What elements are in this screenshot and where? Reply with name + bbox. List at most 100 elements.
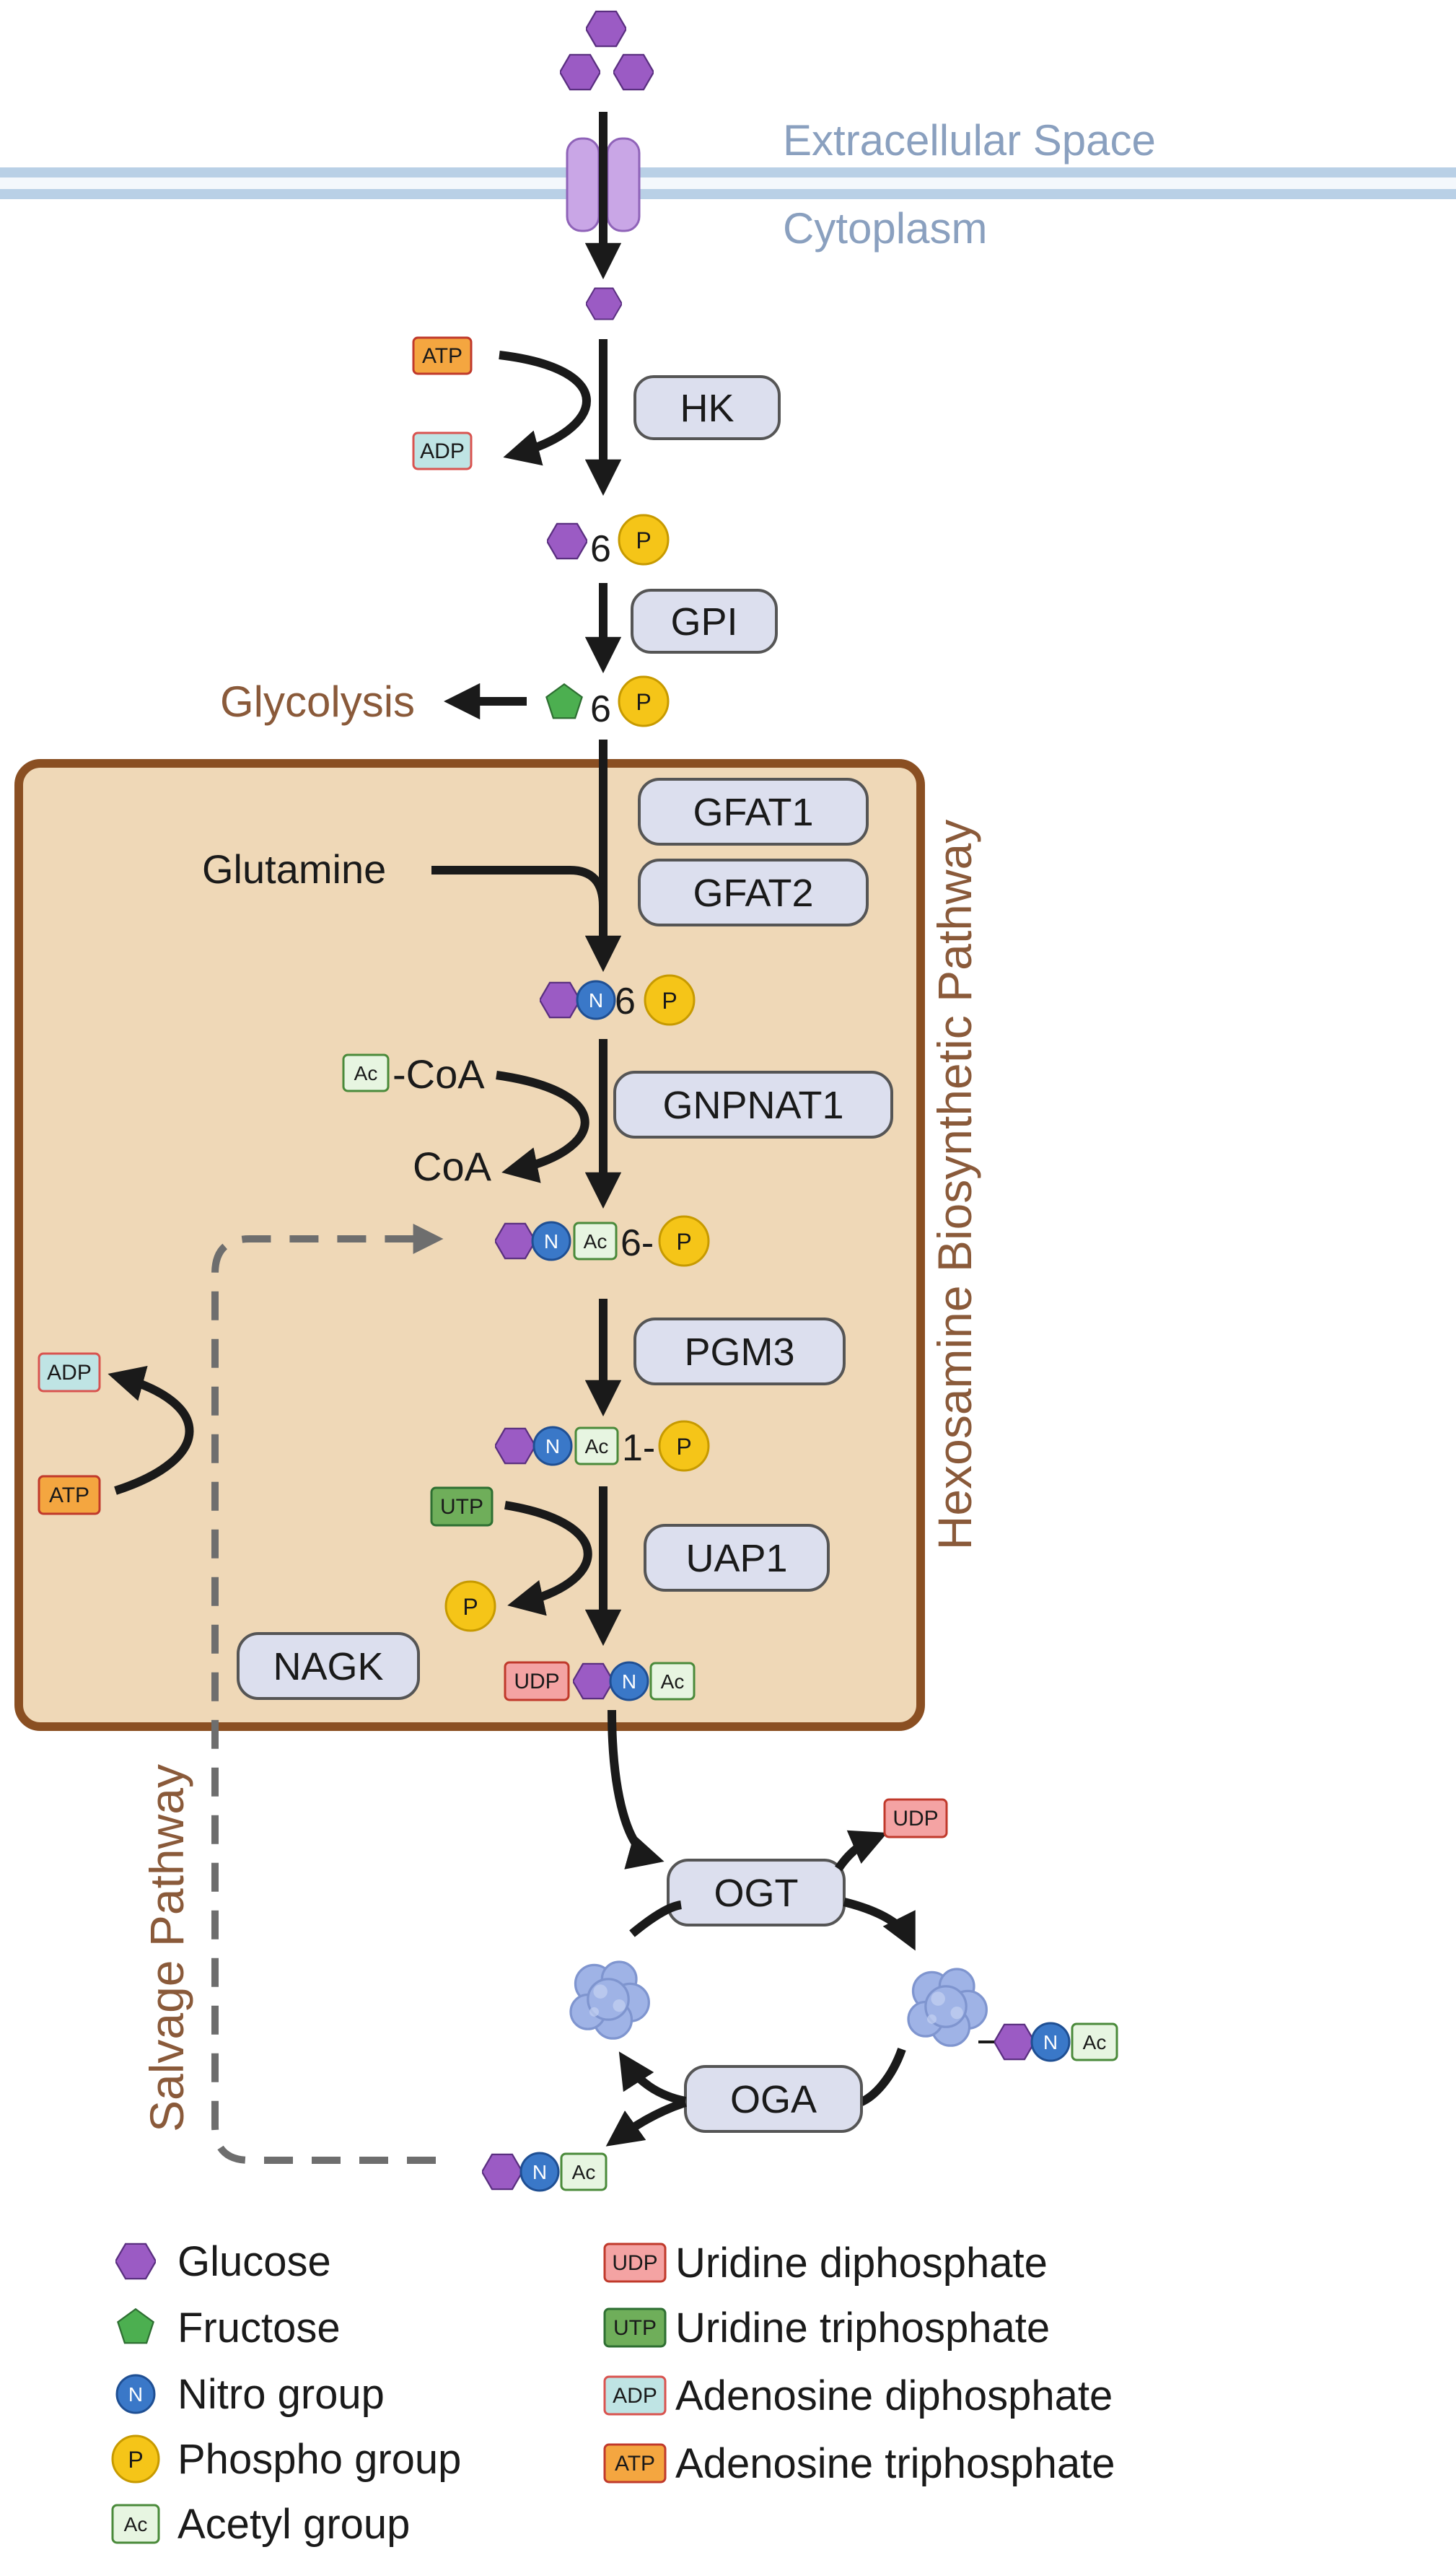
- fructose-icon: [545, 683, 583, 719]
- svg-text:ADP: ADP: [47, 1361, 92, 1385]
- svg-text:N: N: [544, 1230, 558, 1253]
- legend-item-acetyl: Ac Acetyl group: [111, 2501, 410, 2548]
- svg-text:ADP: ADP: [420, 439, 465, 463]
- svg-text:GPI: GPI: [670, 600, 737, 644]
- enzyme-uap1: UAP1: [644, 1524, 830, 1592]
- modified-protein-to-oga-line: [858, 2047, 906, 2107]
- ogt-to-modified-protein-arrow: [843, 1898, 916, 1951]
- glucose-icon: [586, 287, 622, 320]
- acetyl-group-icon: Ac: [574, 1426, 619, 1465]
- nitro-group-icon: N: [576, 980, 616, 1020]
- udp-chip: UDP: [883, 1798, 948, 1838]
- svg-text:P: P: [636, 527, 651, 553]
- svg-text:P: P: [636, 689, 651, 715]
- oga-to-glcnac-arrow: [605, 2098, 687, 2147]
- legend-item-phospho: P Phospho group: [111, 2434, 461, 2484]
- svg-text:UDP: UDP: [612, 2251, 657, 2275]
- nitro-group-icon: N: [609, 1661, 649, 1701]
- utp-chip: UTP: [603, 2307, 667, 2348]
- protein-icon: [569, 1960, 650, 2040]
- nitro-group-icon: N: [531, 1221, 571, 1261]
- svg-text:Ac: Ac: [584, 1230, 608, 1253]
- glucose-icon: [994, 2023, 1035, 2061]
- enzyme-hk: HK: [633, 375, 781, 440]
- acetyl-group-icon: Ac: [342, 1053, 390, 1092]
- udp-glcnac-to-ogt-arrow: [608, 1709, 665, 1869]
- svg-text:Fructose: Fructose: [177, 2305, 341, 2351]
- svg-text:N: N: [545, 1435, 560, 1457]
- svg-text:N: N: [532, 2161, 547, 2183]
- legend-item-adp: ADP Adenosine diphosphate: [603, 2372, 1113, 2419]
- svg-text:Uridine triphosphate: Uridine triphosphate: [675, 2305, 1050, 2351]
- acetyl-group-icon: Ac: [560, 2152, 608, 2191]
- position-6-label: 6-: [620, 1222, 654, 1264]
- udp-chip: UDP: [603, 2243, 667, 2283]
- atp-chip: ATP: [38, 1475, 101, 1515]
- glucose-icon: [482, 2153, 522, 2191]
- enzyme-pgm3: PGM3: [633, 1318, 846, 1385]
- svg-text:GNPNAT1: GNPNAT1: [662, 1084, 843, 1127]
- nitro-group-icon: N: [115, 2374, 156, 2414]
- legend: Glucose Fructose N Nitro group P Phospho…: [111, 2238, 1115, 2548]
- svg-text:P: P: [662, 988, 677, 1014]
- phospho-group-icon: P: [644, 974, 696, 1026]
- svg-text:N: N: [128, 2383, 143, 2406]
- adp-chip: ADP: [38, 1352, 101, 1393]
- acetyl-group-icon: Ac: [573, 1222, 618, 1261]
- phospho-group-icon: P: [111, 2434, 160, 2484]
- svg-text:Acetyl group: Acetyl group: [177, 2501, 410, 2548]
- enzyme-gpi: GPI: [631, 589, 778, 654]
- phospho-group-icon: P: [658, 1215, 710, 1267]
- phospho-group-icon: P: [618, 675, 670, 727]
- svg-text:ATP: ATP: [422, 344, 462, 368]
- svg-text:UTP: UTP: [440, 1495, 483, 1519]
- glucose-icon: [547, 522, 587, 560]
- glucose-icon: [560, 53, 600, 91]
- nitro-group-icon: N: [1030, 2022, 1071, 2062]
- legend-item-utp: UTP Uridine triphosphate: [603, 2305, 1050, 2351]
- svg-text:P: P: [462, 1594, 478, 1620]
- svg-text:Uridine diphosphate: Uridine diphosphate: [675, 2240, 1048, 2287]
- glycolysis-label: Glycolysis: [220, 678, 415, 726]
- svg-text:UTP: UTP: [613, 2316, 657, 2340]
- enzyme-gnpnat1: GNPNAT1: [613, 1071, 893, 1139]
- svg-text:Adenosine triphosphate: Adenosine triphosphate: [675, 2440, 1115, 2487]
- coa-label: CoA: [413, 1144, 492, 1189]
- svg-text:Ac: Ac: [354, 1062, 378, 1084]
- glucose-icon: [586, 10, 626, 48]
- protein-to-ogt-line: [629, 1901, 683, 1937]
- acetyl-coa-label: -CoA: [392, 1051, 485, 1097]
- phospho-group-icon: P: [444, 1580, 496, 1632]
- svg-text:Ac: Ac: [124, 2513, 148, 2535]
- svg-text:UDP: UDP: [893, 1807, 938, 1831]
- svg-text:P: P: [128, 2447, 143, 2473]
- legend-item-nitro: N Nitro group: [115, 2371, 385, 2418]
- svg-text:Phospho group: Phospho group: [177, 2436, 461, 2483]
- salvage-pathway-arrow: [211, 1224, 444, 2164]
- acetyl-group-icon: Ac: [111, 2504, 160, 2544]
- enzyme-gfat2: GFAT2: [638, 859, 869, 926]
- hbp-box: [14, 759, 925, 1731]
- nitro-group-icon: N: [532, 1426, 573, 1466]
- svg-text:Glucose: Glucose: [177, 2238, 331, 2285]
- svg-text:OGT: OGT: [714, 1872, 799, 1915]
- atp-chip: ATP: [603, 2443, 667, 2484]
- svg-text:ADP: ADP: [613, 2384, 657, 2408]
- legend-item-fructose: Fructose: [117, 2305, 341, 2351]
- acetyl-group-icon: Ac: [649, 1662, 696, 1701]
- position-6-label: 6: [590, 528, 611, 570]
- svg-text:N: N: [589, 989, 603, 1012]
- salvage-pathway-title: Salvage Pathway: [140, 1764, 193, 2132]
- legend-item-atp: ATP Adenosine triphosphate: [603, 2440, 1115, 2487]
- cytoplasm-label: Cytoplasm: [783, 204, 987, 253]
- hbp-title: Hexosamine Biosynthetic Pathway: [928, 820, 981, 1551]
- enzyme-gfat1: GFAT1: [638, 778, 869, 846]
- svg-text:UDP: UDP: [514, 1670, 559, 1693]
- phospho-group-icon: P: [658, 1420, 710, 1472]
- adp-chip: ADP: [412, 431, 473, 470]
- glucose-transporter: [566, 137, 641, 232]
- svg-text:HK: HK: [680, 387, 734, 430]
- svg-text:N: N: [622, 1670, 636, 1693]
- acetyl-coa-to-coa-arrow: [496, 1071, 589, 1183]
